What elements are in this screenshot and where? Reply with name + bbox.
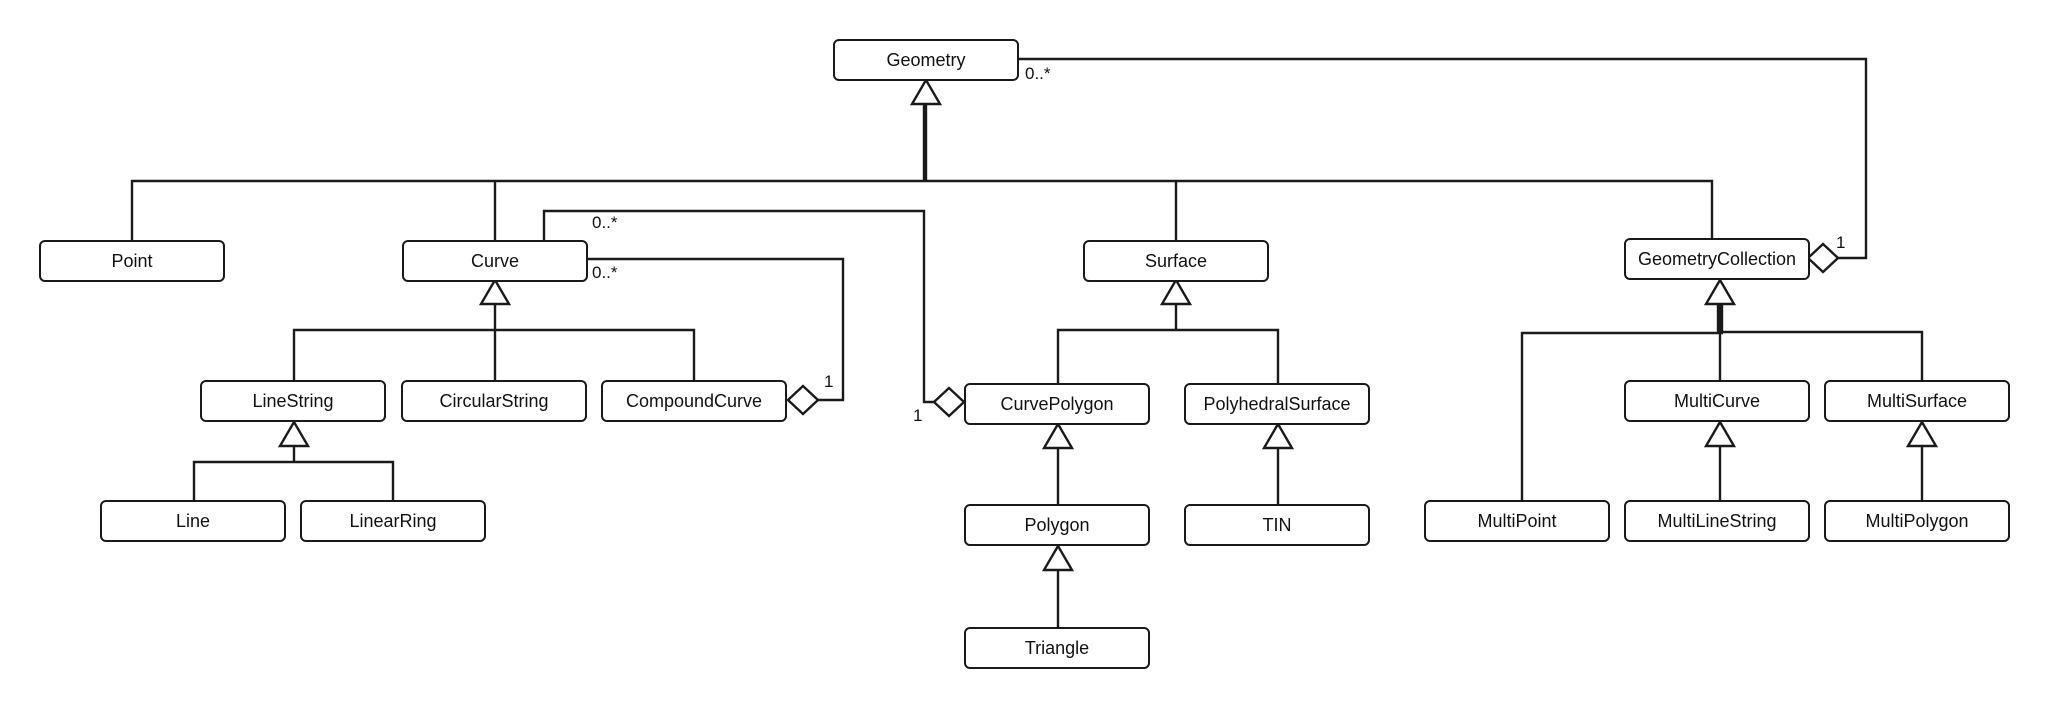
aggregation-diamond-geometry-collection	[1806, 242, 1840, 274]
class-geometry[interactable]: Geometry	[833, 39, 1019, 81]
generalization-arrow-curve	[478, 277, 512, 306]
class-polyhedral-surface[interactable]: PolyhedralSurface	[1184, 383, 1370, 425]
class-multi-line-string[interactable]: MultiLineString	[1624, 500, 1810, 542]
generalization-arrow-polyhedralsurface	[1261, 421, 1295, 450]
multiplicity-collection-one: 1	[1836, 233, 1846, 252]
class-multi-point[interactable]: MultiPoint	[1424, 500, 1610, 542]
generalization-arrow-curvepolygon	[1041, 421, 1075, 450]
multiplicity-geometry-many: 0..*	[1025, 64, 1051, 83]
generalization-arrow-multicurve	[1703, 419, 1737, 448]
generalization-arrow-geometry	[909, 77, 943, 106]
class-circular-string[interactable]: CircularString	[401, 380, 587, 422]
class-linear-ring[interactable]: LinearRing	[300, 500, 486, 542]
class-multi-curve[interactable]: MultiCurve	[1624, 380, 1810, 422]
generalization-arrow-multisurface	[1905, 419, 1939, 448]
generalization-arrow-polygon	[1041, 543, 1075, 572]
connector-linestring-children	[192, 446, 395, 500]
connector-geometry-collection-aggregation	[1019, 57, 1868, 260]
connector-curve-polygon-aggregation	[542, 209, 934, 404]
generalization-arrow-linestring	[277, 419, 311, 448]
aggregation-diamond-curve-polygon	[932, 386, 966, 418]
class-curve[interactable]: Curve	[402, 240, 588, 282]
class-point[interactable]: Point	[39, 240, 225, 282]
multiplicity-curve-polygon-many: 0..*	[592, 213, 618, 232]
class-multi-surface[interactable]: MultiSurface	[1824, 380, 2010, 422]
class-curve-polygon[interactable]: CurvePolygon	[964, 383, 1150, 425]
aggregation-diamond-compound-curve	[786, 384, 820, 416]
multiplicity-compound-one: 1	[824, 372, 834, 391]
generalization-arrow-geometrycollection	[1703, 277, 1737, 306]
connector-collection-children	[1520, 304, 1924, 500]
connector-curve-children	[292, 304, 696, 380]
class-line-string[interactable]: LineString	[200, 380, 386, 422]
class-geometry-collection[interactable]: GeometryCollection	[1624, 238, 1810, 280]
class-tin[interactable]: TIN	[1184, 504, 1370, 546]
generalization-arrow-surface	[1159, 277, 1193, 306]
multiplicity-polygon-one: 1	[913, 406, 923, 425]
connector-surface-children	[1056, 304, 1280, 383]
class-triangle[interactable]: Triangle	[964, 627, 1150, 669]
connector-compound-curve-aggregation	[588, 257, 845, 402]
class-multi-polygon[interactable]: MultiPolygon	[1824, 500, 2010, 542]
connector-geometry-children	[130, 104, 1714, 240]
class-polygon[interactable]: Polygon	[964, 504, 1150, 546]
class-surface[interactable]: Surface	[1083, 240, 1269, 282]
class-compound-curve[interactable]: CompoundCurve	[601, 380, 787, 422]
class-line[interactable]: Line	[100, 500, 286, 542]
multiplicity-curve-compound-many: 0..*	[592, 263, 618, 282]
